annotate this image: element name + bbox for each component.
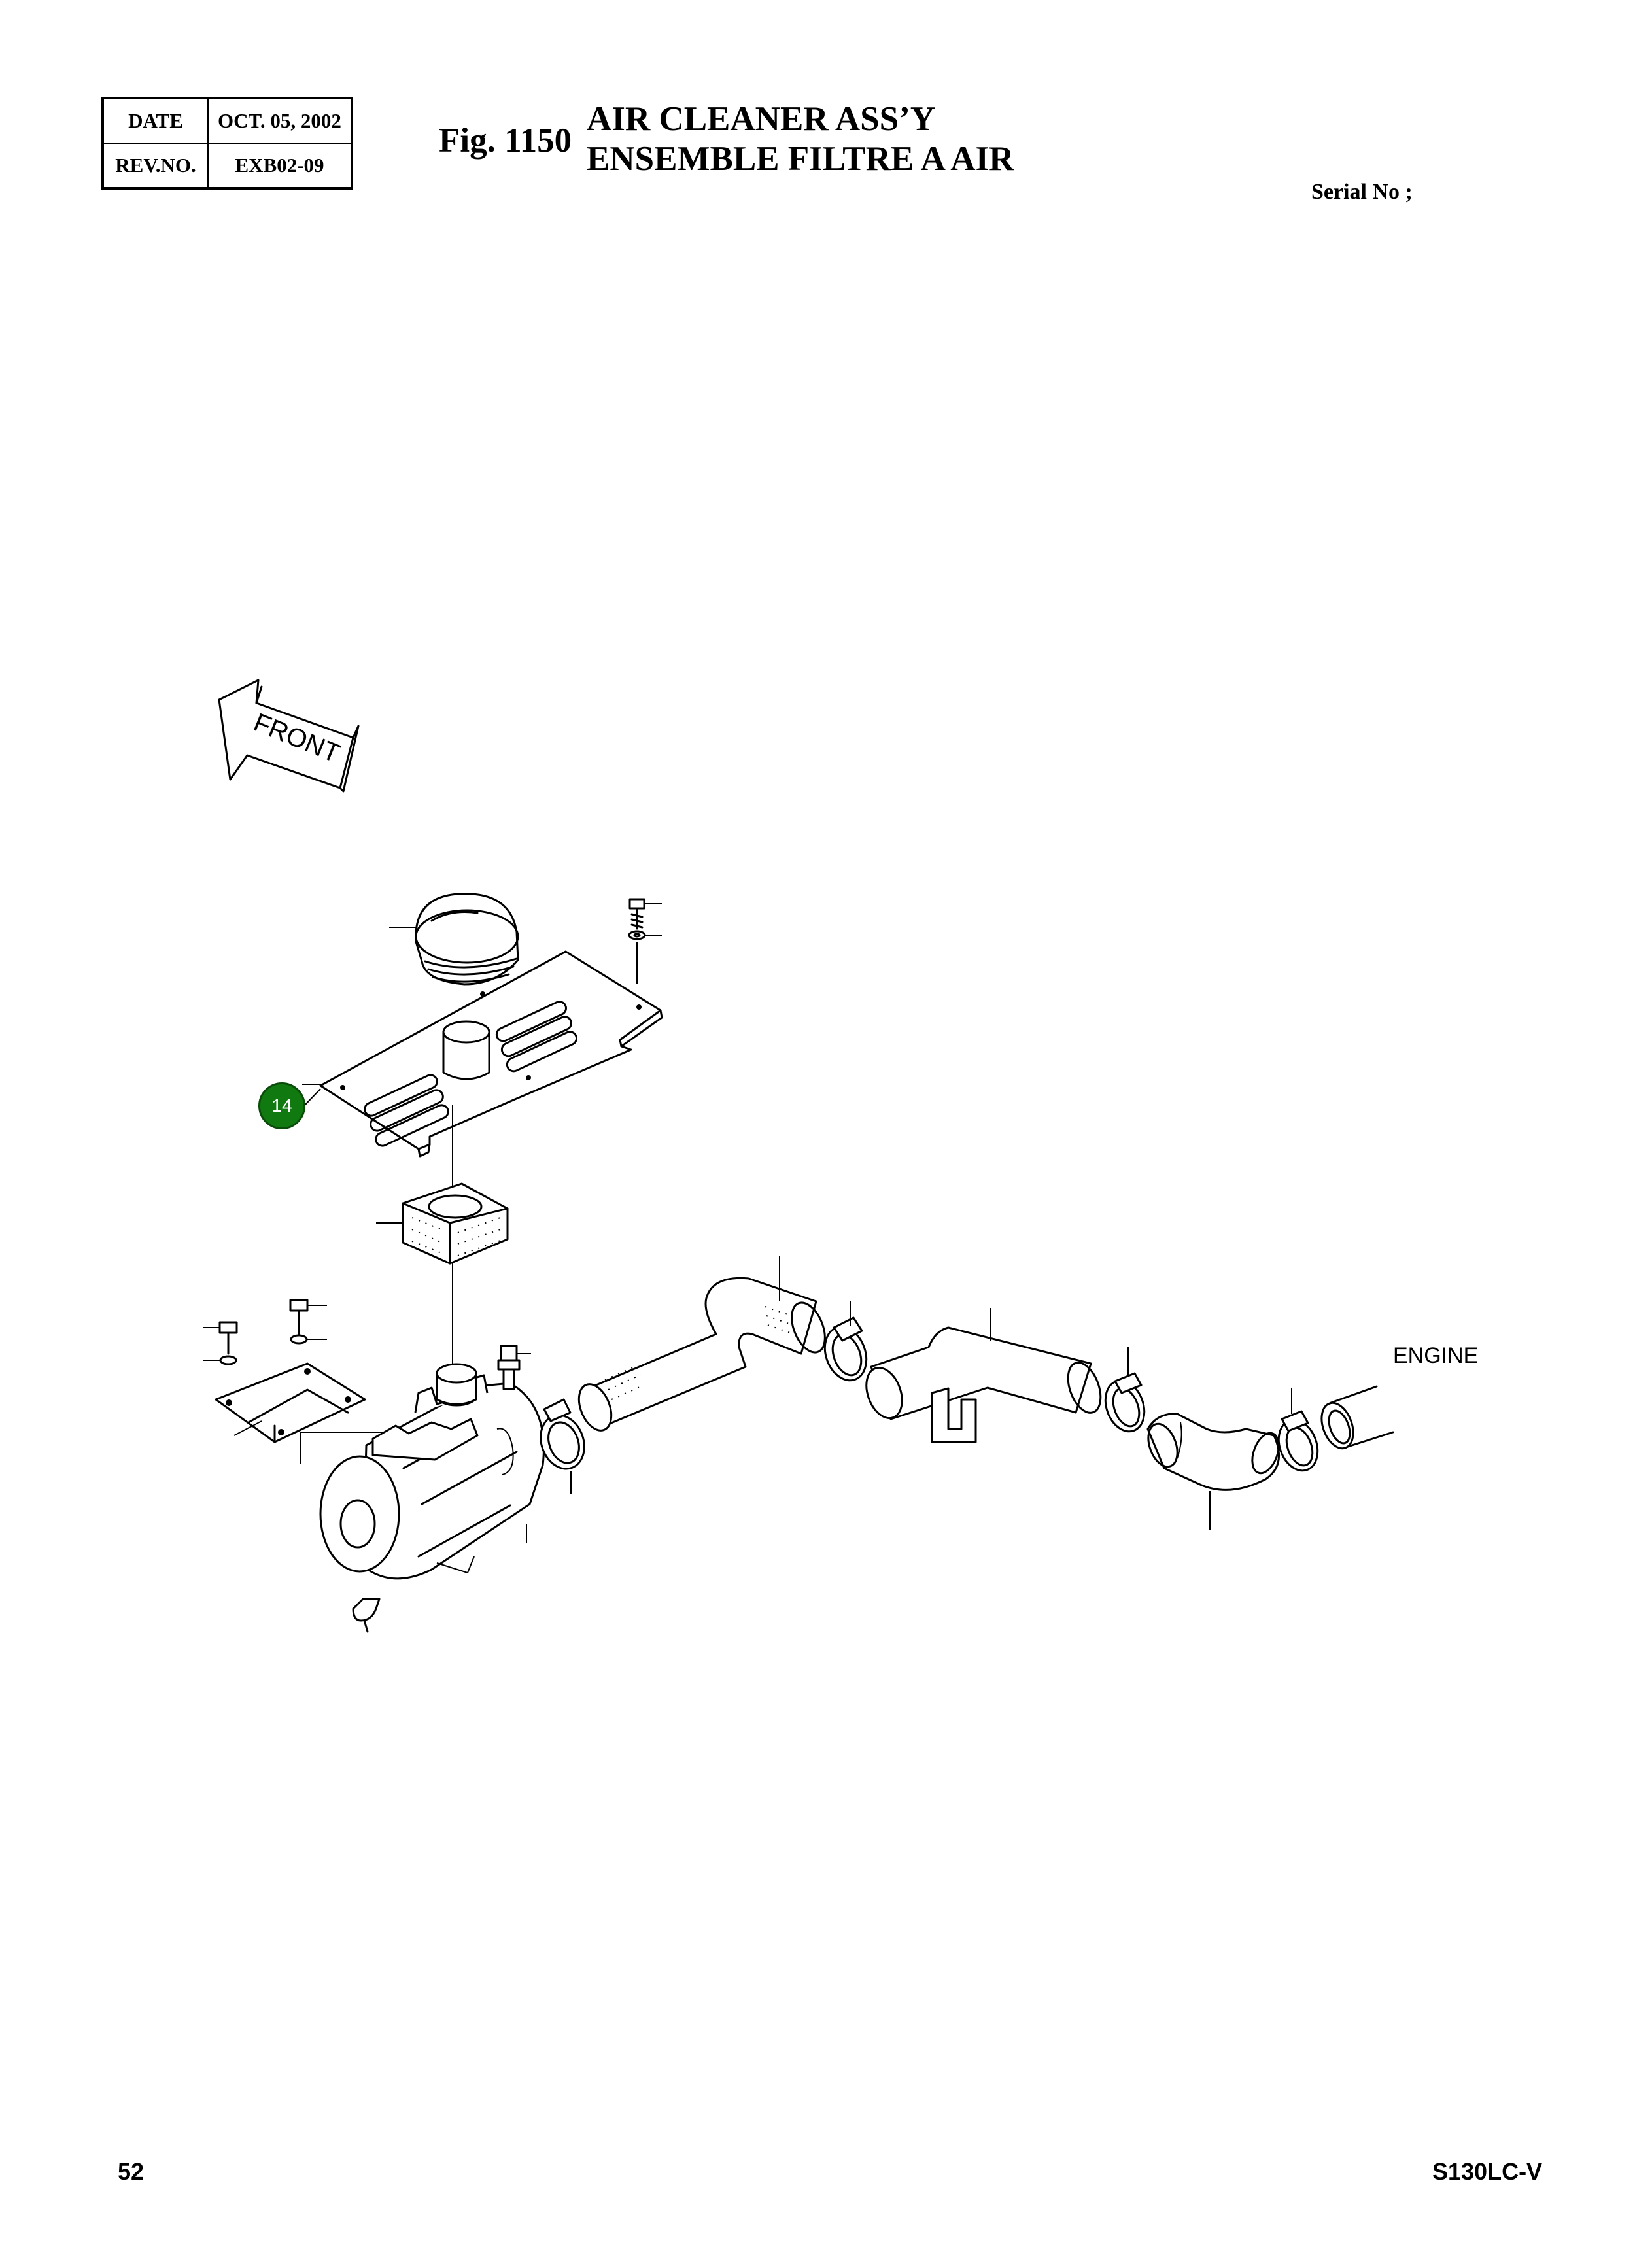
hose-clamp-4 — [1277, 1388, 1319, 1472]
serial-label: Serial No ; — [1311, 180, 1413, 204]
hose-clamp-3 — [1104, 1347, 1146, 1433]
callout-leader — [303, 1088, 321, 1107]
date-value: OCT. 05, 2002 — [207, 97, 353, 144]
mounting-bolts — [203, 1299, 327, 1365]
outlet-elbow — [1146, 1413, 1281, 1530]
title-french: ENSEMBLE FILTRE A AIR — [587, 140, 1014, 178]
air-cleaner-body — [319, 1363, 545, 1633]
title-english: AIR CLEANER ASS’Y — [587, 100, 936, 138]
rev-value: EXB02-09 — [207, 143, 353, 189]
rev-label: REV.NO. — [102, 143, 209, 189]
restriction-indicator — [497, 1345, 531, 1390]
cover-plate — [302, 950, 663, 1158]
figure-number: Fig. 1150 — [439, 122, 572, 160]
revision-table: DATE OCT. 05, 2002 REV.NO. EXB02-09 — [101, 97, 353, 190]
front-arrow: FRONT — [218, 679, 360, 793]
callout-item-14[interactable]: 14 — [258, 1082, 305, 1129]
engine-intake — [1320, 1385, 1394, 1450]
model-number: S130LC-V — [1432, 2158, 1543, 2185]
intake-hose — [577, 1256, 826, 1432]
middle-pipe — [865, 1308, 1102, 1443]
pre-cleaner-cap — [389, 893, 519, 986]
cover-bolt — [628, 898, 662, 984]
engine-label: ENGINE — [1393, 1343, 1479, 1368]
callout-number: 14 — [271, 1095, 292, 1116]
date-label: DATE — [102, 97, 209, 144]
foam-seal — [376, 1182, 509, 1265]
hose-clamp-2 — [823, 1301, 868, 1382]
hose-clamp-1 — [540, 1398, 585, 1494]
page-number: 52 — [118, 2158, 145, 2185]
